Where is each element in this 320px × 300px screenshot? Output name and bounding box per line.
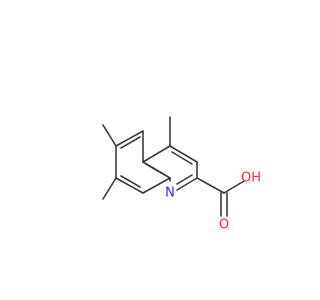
ring-bond-c7-c8 xyxy=(115,177,144,194)
methyl-bond-c6 xyxy=(102,124,117,147)
ring-bond-c8a-c4a-inner xyxy=(145,163,166,176)
ring-bond-c4-c3-inner xyxy=(171,151,193,165)
methyl-bond-c7 xyxy=(102,177,117,200)
bond-carboxyl-oh xyxy=(223,180,245,194)
nitrogen-label: N xyxy=(165,186,175,201)
ring-bond-c5-c6-inner xyxy=(120,136,141,149)
bond-c2-carboxyl xyxy=(196,177,225,194)
ring-bond-c5-c6 xyxy=(115,130,144,147)
hydroxyl-label: OH xyxy=(241,171,261,186)
ring-bond-c4-c3 xyxy=(169,145,198,163)
ring-bond-c2-n1-inner xyxy=(176,174,193,185)
ring-bond-c2-n1 xyxy=(176,177,198,191)
ring-bond-c4a-c4 xyxy=(142,145,171,163)
carbonyl-oxygen-label: O xyxy=(219,218,229,233)
ring-bond-c8-c8a xyxy=(142,177,171,194)
molecule-structure-diagram: N OH O xyxy=(102,116,261,233)
ring-bond-c7-c8-inner xyxy=(120,175,141,188)
